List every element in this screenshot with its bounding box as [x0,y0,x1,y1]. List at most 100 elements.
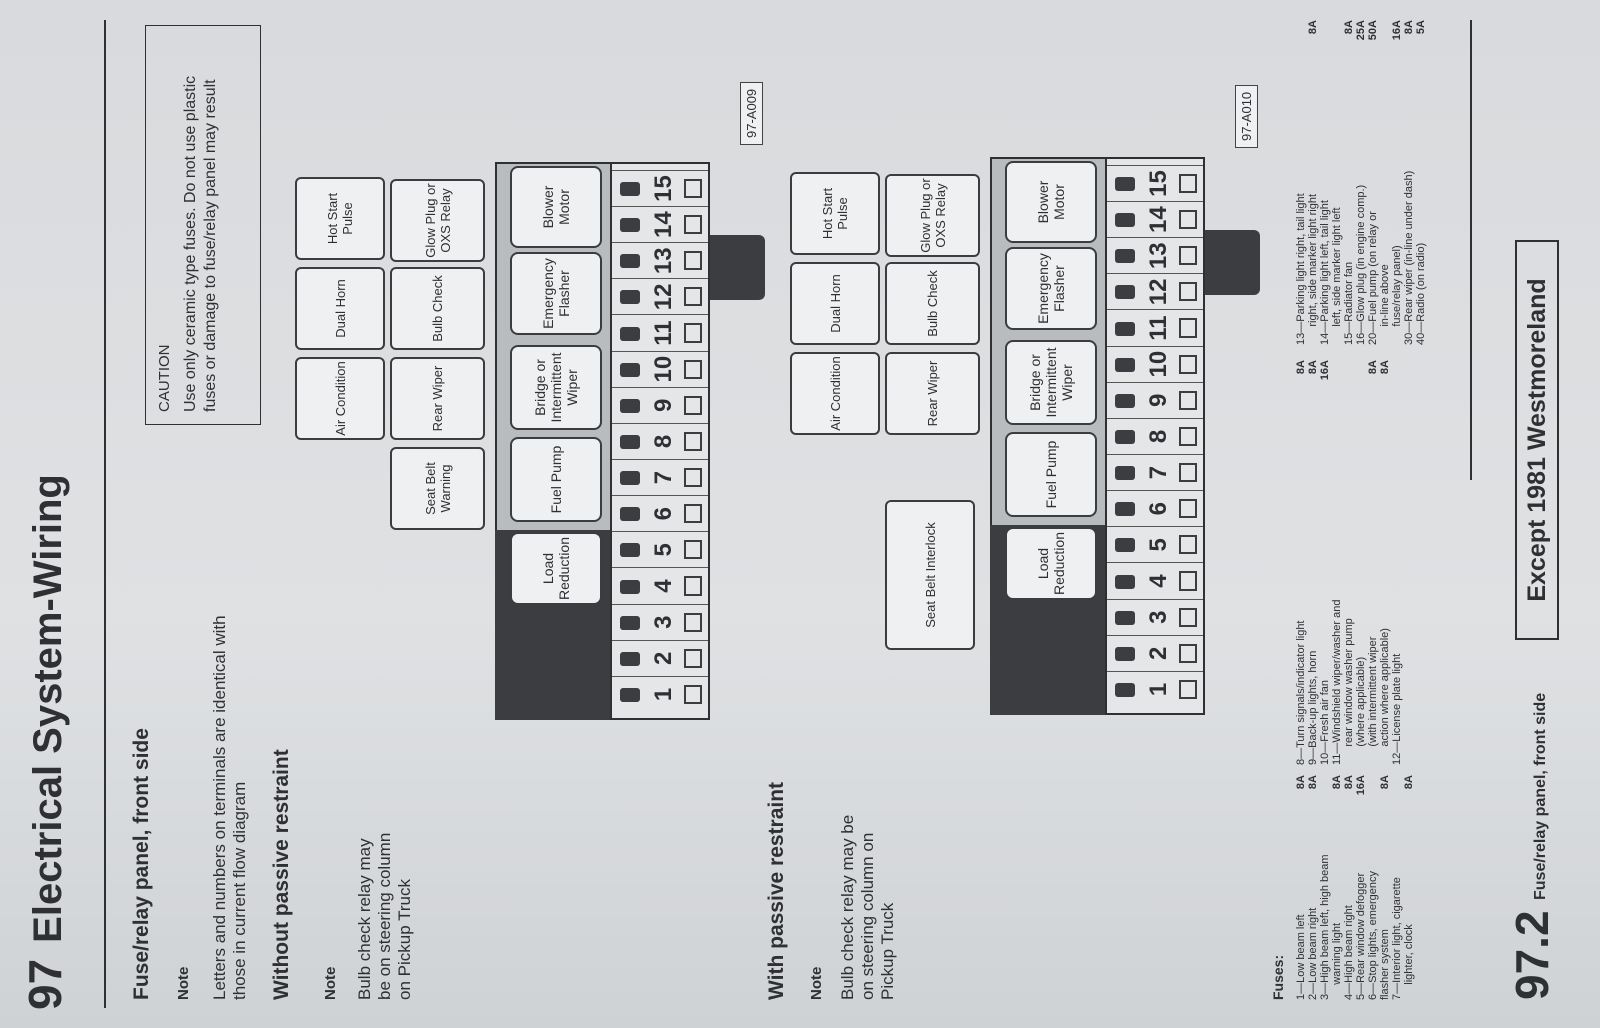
fuse-list-item: 11—Windshield wiper/washer and [1331,360,1343,766]
fuse-slot: 9 [1107,381,1203,418]
fuse-slot: 4 [612,567,708,604]
fuse-number: 1 [650,687,677,702]
fuse-description: 8—Turn signals/indicator light [1295,620,1307,766]
relay-fuel-pump: Fuel Pump [510,437,602,522]
fuse-slot: 13 [1107,237,1203,274]
fuse-list-item: action where applicable)8A [1379,360,1391,765]
fuse-number: 7 [650,470,677,485]
fuse-slot: 14 [1107,201,1203,238]
fuse-rating: 16A [1355,775,1367,796]
fuse-list-item: rear window washer pump [1343,360,1355,765]
fuse-description: 13—Parking light right, tail light [1295,193,1307,345]
fuse-number: 6 [650,507,677,521]
fuse-clip [1115,538,1135,553]
fuse-rating: 8A [1403,20,1415,35]
fuse-body [1179,643,1197,663]
fuse-body [1179,426,1197,447]
fuse-number: 3 [650,615,677,629]
fuse-list-item: in-line above [1379,20,1391,345]
fuse-rating [1331,360,1343,394]
fuse-slot: 12 [1107,273,1203,310]
fuse-list-item: 12—License plate light [1391,360,1403,765]
fuse-rating: 25A [1355,20,1367,41]
fuse-clip [620,326,640,341]
fuse-body [1179,282,1197,302]
fuse-description: rear window washer pump [1343,618,1355,765]
fuse-clip [620,579,640,594]
diagram-code: 97-A009 [740,81,763,145]
fuse-slot: 6 [612,495,708,532]
fuse-rating [1391,360,1403,394]
fuse-slot: 8 [1107,417,1203,455]
relay-load-reduction: Load Reduction [510,532,602,605]
fuse-slot: 14 [612,206,708,243]
fuse-number: 5 [650,543,677,557]
fuse-rating: 8A [1367,360,1379,375]
section-title: Fuse/relay panel, front side [130,728,153,1000]
fuse-number: 15 [1145,170,1172,197]
diagram-code: 97-A010 [1235,84,1258,148]
fuse-body [1179,354,1197,374]
fuse-slot: 3 [1107,598,1203,635]
relay-bulb-check: Bulb Check [885,262,980,345]
fuse-number: 13 [1145,242,1172,270]
fuse-rating [1343,360,1355,394]
with-note-label: Note [808,966,825,1000]
fuse-clip [1115,249,1135,264]
fuse-rating: 8A [1343,775,1355,790]
fuse-clip [1115,466,1135,481]
fuse-rating: 8A [1343,20,1355,35]
fuse-number: 8 [650,434,677,449]
fuse-clip [620,435,640,450]
fuse-number: 8 [1145,429,1172,444]
fuse-description: 4—High beam right [1343,905,1355,1000]
footer-caption: Fuse/relay panel, front side [1532,692,1549,900]
fuse-clip [1115,177,1135,192]
fuse-body [684,251,702,271]
relay-load-reduction: Load Reduction [1005,527,1097,600]
relay-fuel-pump: Fuel Pump [1005,432,1097,517]
without-note-text: Bulb check relay may be on steering colu… [355,832,414,1000]
fuse-description: 7—Interior light, cigarette [1391,877,1403,1000]
fuse-rating: 5A [1415,20,1427,35]
fuse-description: right, side marker light right [1307,194,1319,345]
relay-hot-start-pulse: Hot Start Pulse [295,177,385,260]
fuse-body [1179,607,1197,627]
relay-bulb-check: Bulb Check [390,267,485,350]
intro-note-text: Letters and numbers on terminals are ide… [210,615,249,1000]
fuse-slot: 2 [612,639,708,676]
fuse-description: 20—Fuel pump (on relay or [1367,211,1379,345]
model-note-box: Except 1981 Westmoreland [1515,240,1559,640]
fuse-number: 12 [1145,278,1172,306]
fuse-clip [1115,357,1135,372]
fuse-clip [620,218,640,233]
fuse-rating [1319,20,1331,54]
fuse-description: 9—Back-up lights, horn [1307,650,1319,765]
fuse-body [684,431,702,452]
fuse-rating: 8A [1307,20,1319,35]
fuse-description: 1—Low beam left [1295,914,1307,1000]
fuse-number: 14 [650,211,677,238]
fuse-clip [620,362,640,377]
fuse-number: 4 [650,579,677,593]
caution-title: CAUTION [156,344,173,413]
fuse-slot: 7 [612,459,708,496]
fuse-rating: 8A [1307,775,1319,790]
fuse-description: warning light [1331,922,1343,1000]
fuse-number: 2 [1145,646,1172,660]
fuse-body [684,287,702,307]
fuse-body [684,576,702,596]
relay-blower-motor: Blower Motor [1005,161,1097,243]
fuse-number: 6 [1145,502,1172,516]
fuse-clip [1115,321,1135,336]
fuse-description: 11—Windshield wiper/washer and [1331,599,1343,766]
